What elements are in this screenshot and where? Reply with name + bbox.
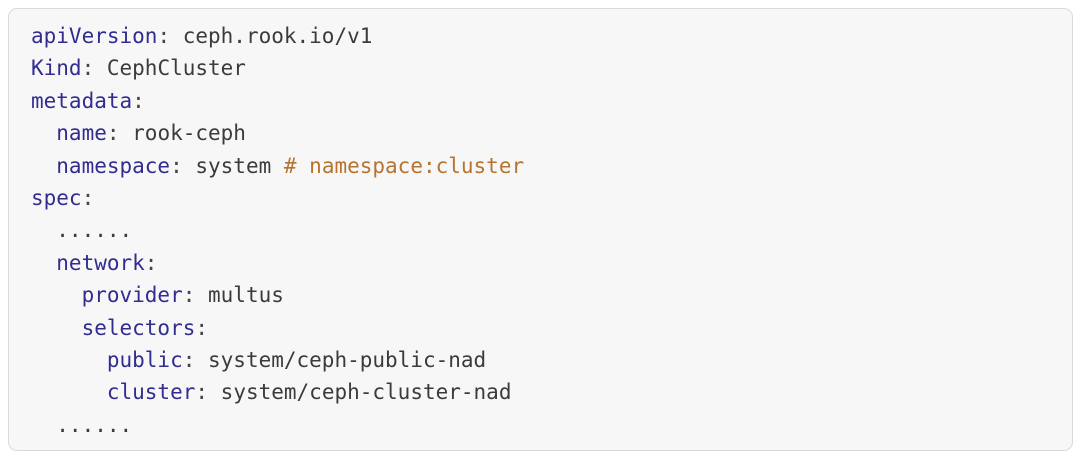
code-line: network: bbox=[31, 247, 1050, 279]
code-token-key: apiVersion bbox=[31, 24, 158, 48]
code-line: metadata: bbox=[31, 85, 1050, 117]
code-token-punct: : bbox=[182, 348, 209, 373]
code-line: apiVersion: ceph.rook.io/v1 bbox=[31, 20, 1050, 52]
code-token-punct: : bbox=[157, 24, 183, 48]
code-token-value: system bbox=[195, 153, 284, 178]
code-token-key: selectors bbox=[31, 315, 196, 340]
code-token-punct: : bbox=[144, 250, 158, 275]
code-line: selectors: bbox=[31, 312, 1050, 344]
code-token-value: ceph.rook.io/v1 bbox=[182, 24, 373, 48]
code-token-key: public bbox=[31, 348, 183, 373]
code-line: Kind: CephCluster bbox=[31, 52, 1050, 84]
code-token-key: network bbox=[31, 250, 145, 275]
code-token-value: ...... bbox=[31, 412, 133, 437]
code-line: spec: bbox=[31, 182, 1050, 214]
code-token-key: provider bbox=[31, 283, 183, 308]
code-token-punct: : bbox=[106, 121, 133, 146]
code-token-value: system/ceph-public-nad bbox=[208, 348, 487, 373]
code-token-punct: : bbox=[81, 56, 107, 81]
code-token-value: ...... bbox=[31, 218, 133, 243]
code-token-key: name bbox=[31, 121, 107, 146]
code-token-punct: : bbox=[195, 380, 221, 405]
code-token-comment: # namespace:cluster bbox=[283, 153, 525, 178]
code-token-value: CephCluster bbox=[106, 56, 246, 81]
code-line: ...... bbox=[31, 214, 1050, 246]
code-line: provider: multus bbox=[31, 279, 1050, 311]
code-line: name: rook-ceph bbox=[31, 117, 1050, 149]
code-line: cluster: system/ceph-cluster-nad bbox=[31, 376, 1050, 408]
code-token-key: metadata bbox=[31, 88, 133, 113]
code-token-punct: : bbox=[81, 186, 95, 211]
code-line: namespace: system # namespace:cluster bbox=[31, 150, 1050, 182]
code-token-key: Kind bbox=[31, 56, 82, 81]
code-token-value: multus bbox=[208, 283, 284, 308]
code-line: ...... bbox=[31, 409, 1050, 441]
code-token-key: namespace bbox=[31, 153, 171, 178]
code-token-punct: : bbox=[195, 315, 209, 340]
code-token-value: rook-ceph bbox=[132, 121, 246, 146]
code-token-value: system/ceph-cluster-nad bbox=[220, 380, 512, 405]
code-token-key: spec bbox=[31, 186, 82, 211]
code-token-key: cluster bbox=[31, 380, 196, 405]
code-token-punct: : bbox=[170, 153, 196, 178]
code-token-punct: : bbox=[182, 283, 209, 308]
code-line: public: system/ceph-public-nad bbox=[31, 344, 1050, 376]
code-token-punct: : bbox=[132, 88, 145, 113]
